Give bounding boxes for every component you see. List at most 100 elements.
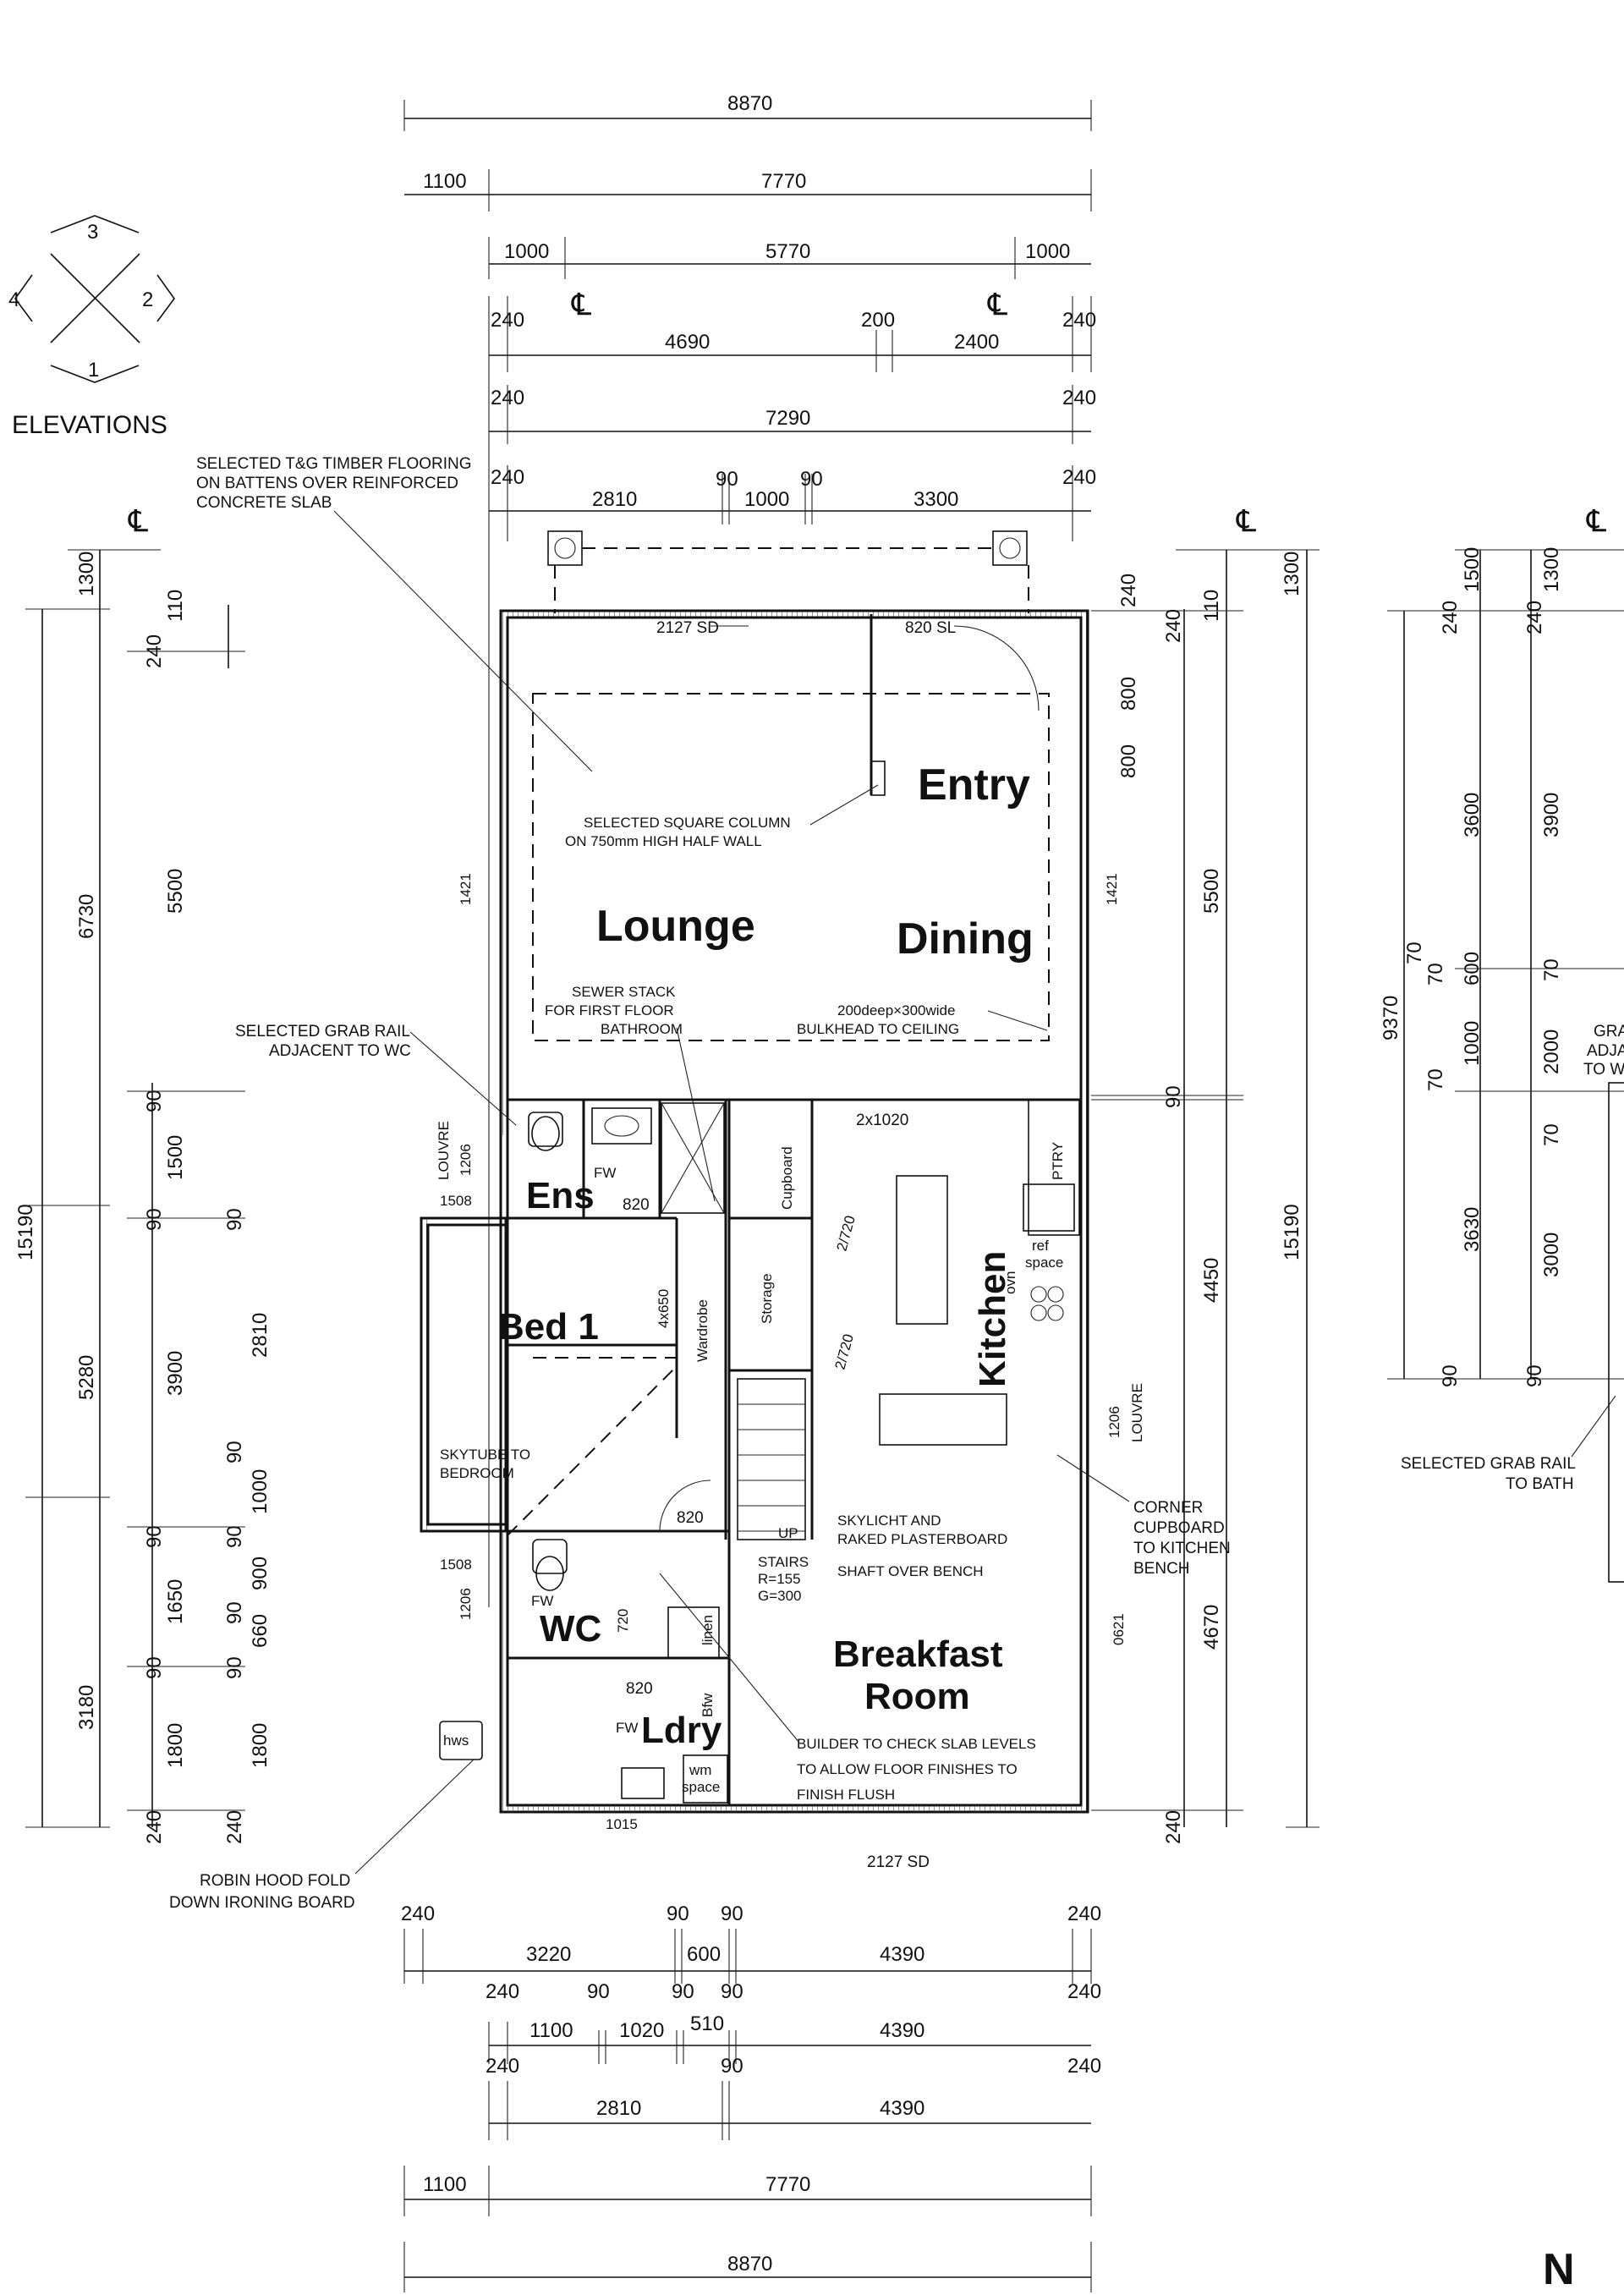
note-grab-rail-wc: SELECTED GRAB RAIL ADJACENT TO WC — [235, 1023, 517, 1126]
svg-text:ROBIN HOOD FOLD: ROBIN HOOD FOLD — [200, 1872, 350, 1890]
door-820-ens: 820 — [623, 1196, 650, 1214]
window-1508-top: 1508 — [440, 1193, 472, 1209]
dim-1000-left-top: 1000 — [504, 240, 549, 263]
stairs-line-1: STAIRS — [758, 1554, 809, 1570]
svg-text:70: 70 — [1424, 963, 1447, 986]
dim-3300: 3300 — [914, 488, 958, 511]
fw-laundry: FW — [616, 1720, 638, 1736]
dim-5500-right: 5500 — [1200, 869, 1223, 914]
svg-text:ON BATTENS OVER REINFORCED: ON BATTENS OVER REINFORCED — [196, 475, 458, 492]
dim-2810-top: 2810 — [592, 488, 637, 511]
ref-space-2: space — [1025, 1255, 1063, 1271]
dim-240-col3: 240 — [223, 1810, 246, 1844]
building-walls — [420, 609, 1089, 1814]
stairs-line-3: G=300 — [758, 1588, 802, 1604]
window-1421-right: 1421 — [1104, 873, 1120, 905]
room-names: Entry Lounge Dining Ens Bed 1 Kitchen WC… — [443, 760, 1066, 1795]
dim-4390-1: 4390 — [880, 1943, 924, 1966]
svg-text:240: 240 — [1439, 601, 1462, 634]
opening-labels: 2127 SD 820 SL 1421 1421 1206 LOUVRE 150… — [436, 619, 1145, 1871]
svg-text:TO KITCHEN: TO KITCHEN — [1133, 1540, 1231, 1557]
dim-90-left-1: 90 — [143, 1090, 166, 1112]
dim-overall-bottom: 8870 — [727, 2253, 772, 2276]
dim-90-col3-1: 90 — [223, 1208, 246, 1231]
svg-text:3630: 3630 — [1461, 1207, 1484, 1252]
window-1015: 1015 — [606, 1816, 638, 1832]
hws-label: hws — [443, 1732, 469, 1749]
dim-5500-left: 5500 — [164, 869, 187, 914]
svg-text:90: 90 — [1523, 1364, 1546, 1387]
window-0621: 0621 — [1111, 1613, 1127, 1645]
door-2-720-b: 2/720 — [832, 1332, 857, 1371]
dim-240-f: 240 — [1062, 466, 1096, 489]
dim-90-left-2: 90 — [143, 1208, 166, 1231]
dim-bottom-240-2: 240 — [1067, 1902, 1101, 1925]
room-wardrobe: Wardrobe — [694, 1299, 710, 1362]
dim-1500-left: 1500 — [164, 1135, 187, 1180]
svg-text:CUPBOARD: CUPBOARD — [1133, 1519, 1225, 1537]
dim-2810-left: 2810 — [249, 1313, 272, 1358]
dim-90-col3-4: 90 — [223, 1601, 246, 1624]
dim-90-left-4: 90 — [143, 1656, 166, 1679]
fixtures — [439, 1099, 1080, 1804]
dim-240-d: 240 — [1062, 387, 1096, 409]
dim-bottom-90-1: 90 — [667, 1902, 689, 1925]
window-1206-lower: 1206 — [458, 1588, 474, 1620]
dim-bottom-240-1: 240 — [401, 1902, 435, 1925]
room-lounge: Lounge — [596, 902, 755, 951]
wm-space-1: wm — [689, 1762, 711, 1778]
door-820-ldry: 820 — [626, 1680, 653, 1698]
dim-1800-left: 1800 — [164, 1723, 187, 1768]
centre-line-symbol-far-right: ℄ — [1586, 503, 1606, 538]
svg-text:TO ALLOW FLOOR FINISHES TO: TO ALLOW FLOOR FINISHES TO — [797, 1761, 1018, 1777]
dim-240-right-1: 240 — [1117, 574, 1140, 607]
dim-overall-top: 8870 — [727, 92, 772, 115]
dim-240-left-2: 240 — [143, 1810, 166, 1844]
door-820-sl-label: 820 SL — [905, 619, 956, 637]
dim-4690: 4690 — [665, 331, 710, 354]
svg-text:SHAFT OVER BENCH: SHAFT OVER BENCH — [837, 1563, 984, 1579]
svg-text:240: 240 — [1523, 601, 1546, 634]
dim-90-left-3: 90 — [143, 1525, 166, 1548]
dim-240-b: 240 — [1062, 309, 1096, 332]
dim-4450-right: 4450 — [1200, 1258, 1223, 1303]
note-timber-flooring: SELECTED T&G TIMBER FLOORING ON BATTENS … — [196, 455, 593, 772]
svg-text:1500: 1500 — [1461, 547, 1484, 592]
dim-90-a: 90 — [716, 468, 738, 491]
dim-240-c: 240 — [491, 387, 524, 409]
ref-space-1: ref — [1032, 1238, 1049, 1254]
svg-text:70: 70 — [1540, 958, 1563, 981]
room-linen: linen — [700, 1615, 716, 1645]
door-2x1020: 2x1020 — [856, 1112, 908, 1129]
left-dimension-lines: ℄ 1300 15190 6730 5280 3180 110 240 5500… — [14, 503, 272, 1844]
dim-90-col3-2: 90 — [223, 1441, 246, 1463]
dim-800-right-1: 800 — [1117, 677, 1140, 711]
dim-3220: 3220 — [526, 1943, 571, 1966]
fw-ensuite: FW — [594, 1165, 616, 1181]
dim-660-left: 660 — [249, 1614, 272, 1648]
window-1508-bottom: 1508 — [440, 1557, 472, 1573]
verandah-posts — [547, 530, 1029, 613]
svg-text:GRA: GRA — [1594, 1023, 1624, 1040]
dim-7290: 7290 — [765, 407, 810, 430]
dim-2810-bottom: 2810 — [596, 2097, 641, 2120]
elevation-2-label: 2 — [142, 288, 153, 311]
svg-text:BUILDER TO CHECK SLAB LEVELS: BUILDER TO CHECK SLAB LEVELS — [797, 1736, 1036, 1752]
elevations-title: ELEVATIONS — [12, 411, 167, 439]
dim-1300-left: 1300 — [75, 552, 98, 596]
dim-4390-2: 4390 — [880, 2019, 924, 2042]
dim-900-left: 900 — [249, 1557, 272, 1590]
room-bed1: Bed 1 — [497, 1306, 599, 1348]
dim-15190-left: 15190 — [14, 1204, 37, 1260]
svg-text:90: 90 — [1439, 1364, 1462, 1387]
svg-text:600: 600 — [1461, 952, 1484, 986]
centre-line-symbol-1: ℄ — [571, 287, 591, 321]
dim-240-right-3: 240 — [1162, 1810, 1185, 1844]
dim-5280: 5280 — [75, 1355, 98, 1400]
svg-text:ADJACENT TO WC: ADJACENT TO WC — [269, 1042, 411, 1060]
wardrobe-4x650: 4x650 — [656, 1289, 672, 1328]
svg-text:FINISH FLUSH: FINISH FLUSH — [797, 1787, 895, 1803]
wm-space-2: space — [682, 1779, 720, 1795]
svg-text:SELECTED GRAB RAIL: SELECTED GRAB RAIL — [1401, 1455, 1576, 1473]
room-cupboard: Cupboard — [779, 1146, 795, 1210]
